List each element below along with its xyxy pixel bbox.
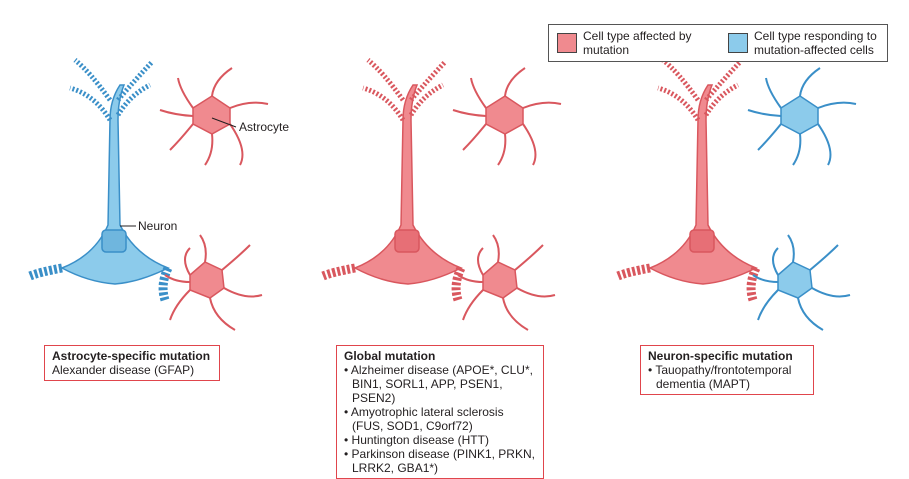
neuron-label: Neuron [137, 219, 179, 233]
astrocyte-affected [159, 67, 269, 331]
panel-global-box: Global mutation Alzheimer disease (APOE*… [336, 345, 544, 479]
panel-title: Neuron-specific mutation [648, 349, 793, 363]
astrocyte-leader-line [211, 117, 237, 128]
neuron-responding [28, 58, 173, 302]
legend-affected-label: Cell type affected by mutation [583, 29, 692, 57]
panel-item: Parkinson disease (PINK1, PRKN, LRRK2, G… [344, 447, 536, 475]
neuron-affected [616, 58, 761, 302]
panel-neuron-specific-box: Neuron-specific mutation Tauopathy/front… [640, 345, 814, 395]
panel-item: Huntington disease (HTT) [344, 433, 536, 447]
panel-title: Astrocyte-specific mutation [52, 349, 211, 363]
neuron-affected [321, 58, 466, 302]
astrocyte-responding [747, 67, 857, 331]
panel-item: Amyotrophic lateral sclerosis (FUS, SOD1… [344, 405, 536, 433]
astrocyte-affected [452, 67, 562, 331]
panel-item: Alexander disease (GFAP) [52, 363, 195, 377]
legend-responding-swatch [728, 33, 748, 53]
legend-responding-label: Cell type responding to mutation-affecte… [754, 29, 877, 57]
panel-title: Global mutation [344, 349, 436, 363]
panel-astrocyte-specific-box: Astrocyte-specific mutation Alexander di… [44, 345, 220, 381]
panel-astrocyte-specific-drawing [28, 58, 269, 331]
legend: Cell type affected by mutation Cell type… [548, 24, 888, 62]
panel-item: Tauopathy/frontotemporal dementia (MAPT) [648, 363, 806, 391]
panel-neuron-specific-drawing [616, 58, 857, 331]
panel-item: Alzheimer disease (APOE*, CLU*, BIN1, SO… [344, 363, 536, 405]
legend-affected-swatch [557, 33, 577, 53]
panel-global-drawing [321, 58, 562, 331]
astrocyte-label: Astrocyte [238, 120, 291, 134]
